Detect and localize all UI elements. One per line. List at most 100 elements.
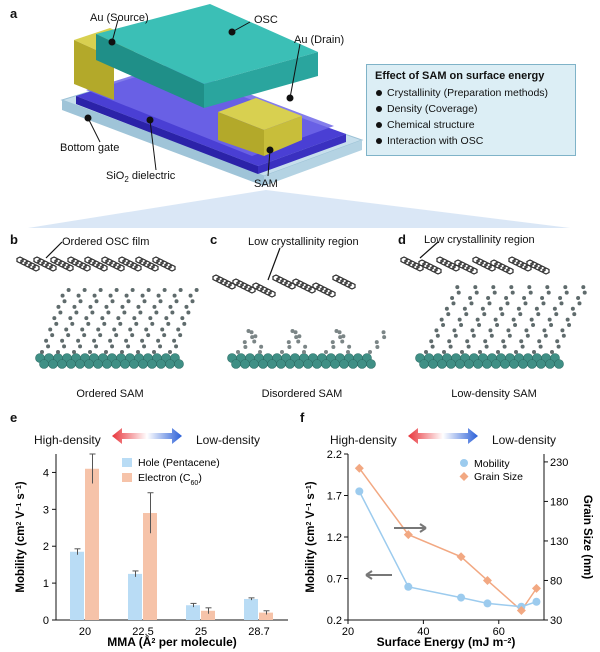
osc-ring — [512, 258, 520, 266]
drain-label: Au (Drain) — [294, 34, 345, 46]
osc-ring — [122, 258, 130, 266]
legend-marker-mobility — [460, 459, 468, 467]
arrow-to-right-axis — [394, 523, 427, 533]
chain-atom — [118, 321, 123, 326]
alkyl-chain — [168, 288, 199, 354]
chain-atom — [160, 327, 165, 332]
osc-molecule — [418, 259, 442, 275]
chain-atom — [80, 327, 85, 332]
chain-atom — [464, 312, 469, 317]
osc-ring — [236, 280, 244, 288]
chain-atom — [550, 350, 554, 354]
substrate-atom — [554, 359, 564, 369]
chain-atom — [303, 344, 308, 349]
chain-atom — [174, 299, 179, 304]
chain-atom — [450, 295, 455, 300]
x-tick-label: 20 — [79, 626, 91, 638]
osc-ring — [92, 260, 100, 268]
osc-ring — [28, 262, 36, 270]
chain-atom — [439, 317, 444, 322]
substrate-atom — [303, 359, 313, 369]
chain-atom — [114, 333, 119, 338]
chain-atom — [470, 328, 475, 333]
osc-molecule — [400, 256, 424, 272]
osc-ring — [470, 267, 478, 275]
substrate-atom — [111, 359, 121, 369]
osc-ring — [336, 276, 344, 284]
x-tick-label: 40 — [417, 626, 429, 638]
chain-atom — [110, 344, 115, 349]
chain-atom — [511, 317, 516, 322]
chain-atom — [166, 321, 171, 326]
legend-marker-grain — [459, 472, 469, 481]
osc-ring — [160, 260, 168, 268]
chain-atom — [531, 322, 536, 327]
chain-atom — [186, 310, 191, 315]
mobility-point — [355, 487, 364, 496]
chain-atom — [168, 304, 173, 309]
chain-atom — [492, 290, 497, 295]
y-tick-label-right: 230 — [550, 457, 568, 469]
substrate-atom — [231, 359, 241, 369]
chain-atom — [382, 335, 387, 340]
legend-label-electron: Electron (C60) — [138, 472, 202, 487]
density-arrow-e — [112, 428, 182, 444]
chain-atom — [341, 334, 346, 339]
chain-atom — [122, 310, 127, 315]
chain-atom — [381, 330, 386, 335]
chain-atom — [100, 316, 105, 321]
caption-low-density-sam: Low-density SAM — [451, 388, 537, 400]
osc-front — [96, 34, 204, 108]
osc-molecule — [232, 278, 256, 294]
chain-atom — [72, 304, 77, 309]
alkyl-chain — [424, 285, 461, 354]
substrate-atom — [93, 359, 103, 369]
chain-atom — [452, 328, 457, 333]
osc-ring — [480, 260, 488, 268]
osc-ring — [516, 260, 524, 268]
legend-label-hole: Hole (Pentacene) — [138, 457, 220, 469]
osc-ring — [232, 278, 240, 286]
chain-atom — [368, 350, 372, 354]
chain-atom — [50, 333, 55, 338]
zoom-wedge — [28, 190, 570, 228]
chain-atom — [581, 285, 586, 290]
osc-ring — [538, 265, 546, 273]
chain-atom — [90, 310, 95, 315]
chain-atom — [66, 288, 71, 293]
osc-ring — [54, 258, 62, 266]
panel-label-e: e — [10, 410, 18, 425]
osc-ring — [224, 280, 232, 288]
y-tick-label: 1 — [43, 578, 49, 590]
alkyl-chain — [104, 288, 135, 354]
osc-ring — [328, 290, 336, 298]
effect-item: Crystallinity (Preparation methods) — [375, 85, 567, 101]
chain-atom — [556, 344, 561, 349]
chain-atom — [236, 350, 240, 354]
chain-atom — [106, 310, 111, 315]
substrate-atom — [66, 359, 76, 369]
x-tick-label: 25 — [195, 626, 207, 638]
bottom-gate-label: Bottom gate — [60, 142, 120, 154]
chain-atom — [565, 317, 570, 322]
arrow-to-left-axis — [365, 570, 392, 580]
chain-atom — [424, 350, 428, 354]
chain-atom — [498, 306, 503, 311]
chain-atom — [528, 290, 533, 295]
osc-ring — [151, 264, 159, 272]
caption-disordered-sam: Disordered SAM — [261, 388, 343, 400]
osc-ring — [502, 265, 510, 273]
chain-atom — [504, 295, 509, 300]
osc-ring — [168, 264, 176, 272]
osc-ring — [506, 267, 514, 275]
chain-atom — [252, 339, 257, 344]
panel-label-b: b — [10, 232, 18, 247]
density-arrows — [112, 428, 478, 444]
chain-atom — [66, 333, 71, 338]
osc-ring — [498, 263, 506, 271]
chain-atom — [98, 288, 103, 293]
chain-atom — [460, 350, 464, 354]
chain-atom — [541, 301, 546, 306]
alkyl-chain — [550, 285, 587, 354]
chain-atom — [150, 321, 155, 326]
